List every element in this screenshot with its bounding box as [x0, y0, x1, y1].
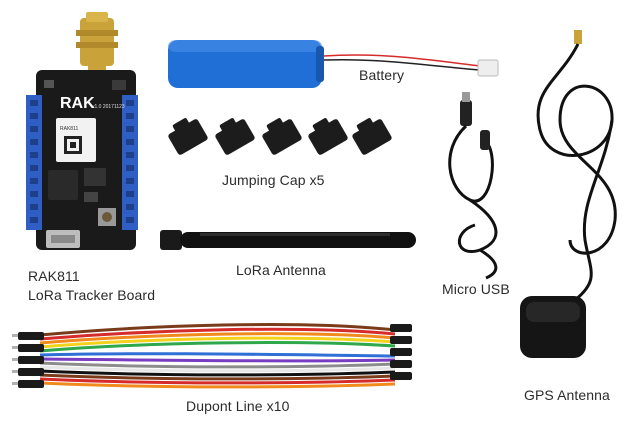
board-logo: RAK — [60, 95, 95, 112]
dupont-wires — [12, 323, 412, 389]
battery — [168, 40, 499, 88]
lora-antenna — [160, 230, 416, 250]
board-version: v1.0 20171123 — [92, 104, 125, 110]
rak811-board: RAK v1.0 20171123 RAK811 — [26, 12, 138, 250]
header-pins-right — [122, 95, 138, 230]
board-label-line1: RAK811 — [28, 268, 80, 284]
micro-usb-label: Micro USB — [442, 281, 510, 297]
svg-text:RAK811: RAK811 — [60, 126, 78, 132]
jumping-caps — [168, 118, 392, 155]
jumper-cap — [352, 118, 392, 155]
gps-antenna — [520, 30, 617, 358]
gps-antenna-label: GPS Antenna — [524, 387, 610, 403]
header-pins-left — [26, 95, 42, 230]
mcu-chip — [48, 170, 78, 200]
dupont-line-label: Dupont Line x10 — [186, 398, 290, 414]
battery-jst-plug — [477, 59, 499, 77]
jumper-cap — [215, 118, 255, 155]
jumper-cap — [262, 118, 302, 155]
jumper-cap — [168, 118, 208, 155]
jumper-cap — [308, 118, 348, 155]
jumping-cap-label: Jumping Cap x5 — [222, 172, 325, 188]
lora-antenna-label: LoRa Antenna — [236, 262, 326, 278]
micro-usb-cable — [448, 92, 498, 280]
board-label-line2: LoRa Tracker Board — [28, 287, 156, 303]
battery-label: Battery — [359, 67, 405, 83]
